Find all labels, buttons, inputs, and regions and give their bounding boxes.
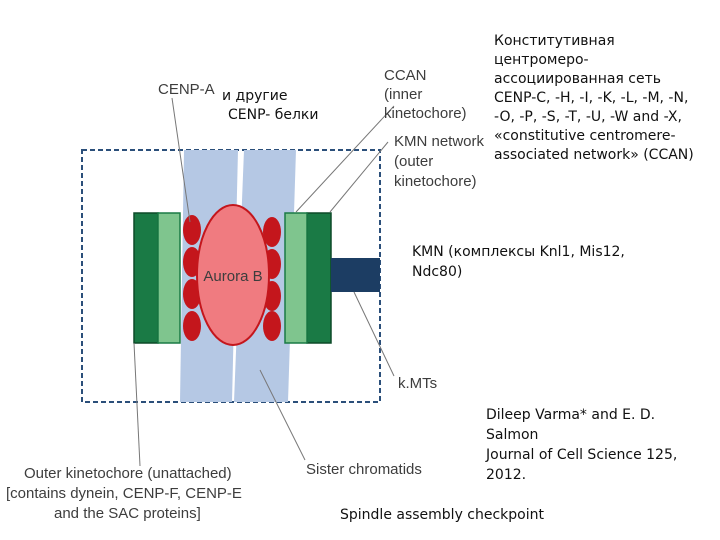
ccan-block-left	[157, 212, 181, 344]
citation-line: Dileep Varma* and E. D.	[486, 407, 656, 423]
kmn-annotation-line: Ndc80)	[412, 264, 463, 280]
citation-line: Salmon	[486, 427, 539, 443]
ccan-annotation-line: associated network» (CCAN)	[494, 147, 694, 163]
citation: Dileep Varma* and E. D. Salmon Journal o…	[486, 405, 677, 485]
ccan-annotation: Конститутивная центромеро- ассоциированн…	[494, 32, 694, 165]
other-cenp-annotation-2: CENP- белки	[228, 107, 319, 123]
leader-lines	[133, 97, 395, 467]
cenp-a-label: CENP-A	[158, 81, 215, 98]
outer-kinetochore-label-3: and the SAC proteins]	[54, 505, 201, 522]
cenp-a-dot	[183, 215, 201, 245]
aurora-b-label: Aurora B	[203, 268, 262, 285]
cenp-a-dot	[263, 311, 281, 341]
aurora-b	[196, 204, 270, 346]
sister-chromatids-label: Sister chromatids	[306, 461, 422, 478]
ccan-label-1: CCAN	[384, 67, 427, 84]
ccan-annotation-line: -O, -P, -S, -T, -U, -W and -X,	[494, 109, 682, 125]
outer-kinetochore-label-2: [contains dynein, CENP-F, CENP-E	[6, 485, 242, 502]
outer-kinetochore-label-1: Outer kinetochore (unattached)	[24, 465, 232, 482]
kmn-annotation-line: KMN (комплексы Knl1, Mis12,	[412, 244, 625, 260]
ccan-block-right	[284, 212, 308, 344]
kmn-block-left	[133, 212, 159, 344]
kmt-bar	[331, 258, 380, 292]
cenp-a-dot	[263, 217, 281, 247]
bottom-caption: Spindle assembly checkpoint	[340, 507, 544, 523]
kmts-label: k.MTs	[398, 375, 437, 392]
citation-line: Journal of Cell Science 125,	[486, 447, 678, 463]
kmn-annotation: KMN (комплексы Knl1, Mis12, Ndc80)	[412, 242, 625, 282]
kmn-label-1: KMN network	[394, 133, 485, 150]
ccan-label-3: kinetochore)	[384, 105, 467, 122]
cenp-a-dot	[183, 311, 201, 341]
citation-line: 2012.	[486, 467, 527, 483]
ccan-annotation-line: «constitutive centromere-	[494, 128, 676, 144]
ccan-annotation-line: центромеро-	[494, 52, 589, 68]
ccan-label-2: (inner	[384, 86, 422, 103]
kmn-label-3: kinetochore)	[394, 173, 477, 190]
ccan-annotation-line: Конститутивная	[494, 33, 615, 49]
other-cenp-annotation-1: и другие	[222, 88, 288, 104]
ccan-annotation-line: CENP-C, -H, -I, -K, -L, -M, -N,	[494, 90, 689, 106]
kmn-block-right	[306, 212, 332, 344]
kmn-label-2: (outer	[394, 153, 433, 170]
ccan-annotation-line: ассоциированная сеть	[494, 71, 662, 87]
